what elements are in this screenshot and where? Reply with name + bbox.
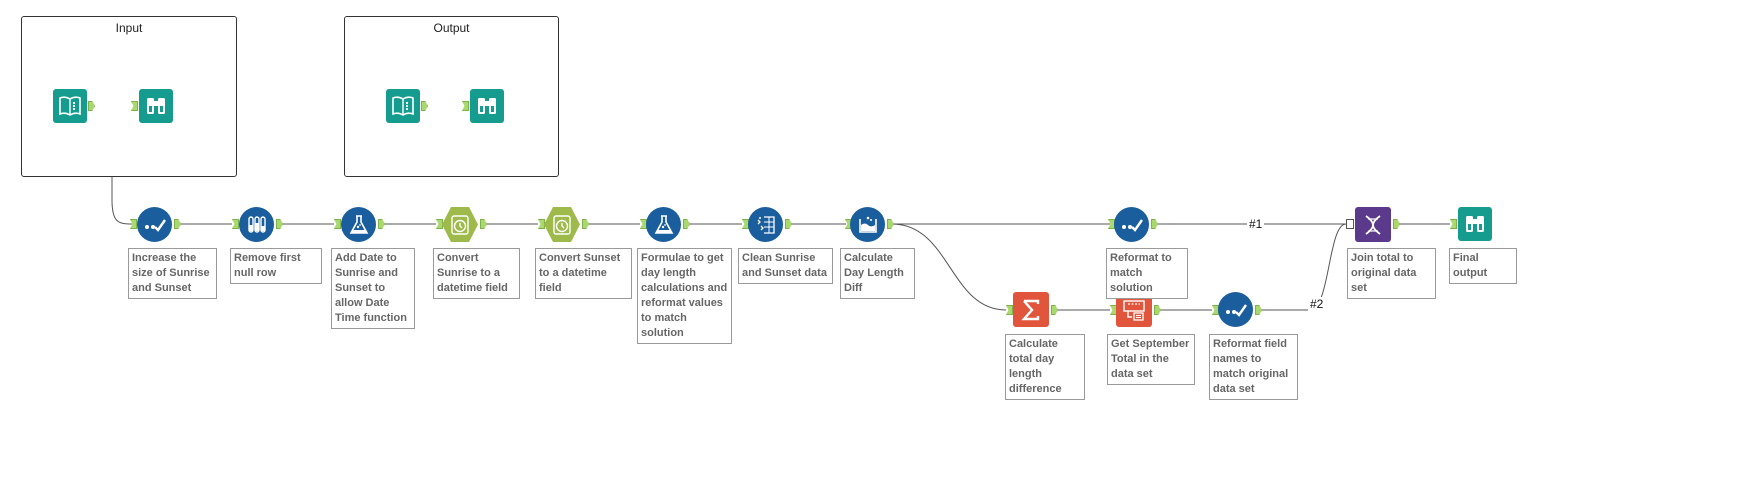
annotation-add-date: Add Date to Sunrise and Sunset to allow …: [331, 248, 415, 329]
flask-icon: [349, 214, 368, 234]
cleansing-icon: [757, 215, 775, 234]
output-anchor[interactable]: [88, 101, 95, 111]
binoculars-icon: [1466, 216, 1484, 232]
annotation-increase-size: Increase the size of Sunrise and Sunset: [128, 248, 217, 299]
input-data-tool[interactable]: [53, 89, 87, 123]
select-tool[interactable]: [137, 207, 172, 242]
annotation-join-total: Join total to original data set: [1347, 248, 1436, 299]
output-anchor[interactable]: [582, 219, 589, 229]
annotation-calc-total: Calculate total day length difference: [1005, 334, 1085, 400]
annotation-get-september: Get September Total in the data set: [1107, 334, 1195, 385]
checkmark-icon: [144, 218, 166, 232]
formula-tool[interactable]: [341, 207, 376, 242]
checkmark-icon: [1121, 218, 1143, 232]
annotation-convert-sunset: Convert Sunset to a datetime field: [535, 248, 632, 299]
dna-icon: [1365, 214, 1381, 235]
connector-reformat2-join: [1262, 223, 1347, 311]
formula-tool[interactable]: [646, 207, 681, 242]
flask-icon: [654, 214, 673, 234]
input-data-tool[interactable]: [386, 89, 420, 123]
checkmark-icon: [1225, 303, 1247, 317]
multi-input-anchor[interactable]: [1346, 219, 1354, 229]
select-tool[interactable]: [1114, 207, 1149, 242]
data-cleansing-tool[interactable]: [748, 207, 783, 242]
output-anchor[interactable]: [421, 101, 428, 111]
binoculars-icon: [147, 98, 165, 114]
connector-to-summarize: [891, 223, 1007, 311]
output-anchor[interactable]: [174, 219, 181, 229]
book-icon: [392, 96, 414, 116]
sample-tool[interactable]: [239, 207, 274, 242]
browse-tool[interactable]: [1458, 207, 1492, 241]
annotation-convert-sunrise: Convert Sunrise to a datetime field: [433, 248, 520, 299]
table-filter-icon: [1123, 299, 1145, 321]
output-anchor[interactable]: [1393, 219, 1400, 229]
summarize-tool[interactable]: [1013, 292, 1049, 327]
container-title: Input: [115, 21, 143, 35]
annotation-final-output: Final output: [1449, 248, 1517, 284]
multi-row-formula-tool[interactable]: [850, 207, 885, 242]
beaker-icon: [858, 216, 877, 233]
output-anchor[interactable]: [1051, 305, 1058, 315]
annotation-formulae: Formulae to get day length calculations …: [637, 248, 732, 344]
output-anchor[interactable]: [378, 219, 385, 229]
output-anchor[interactable]: [1154, 305, 1161, 315]
book-icon: [59, 96, 81, 116]
annotation-reformat-names: Reformat field names to match original d…: [1209, 334, 1298, 400]
output-anchor[interactable]: [887, 219, 894, 229]
append-fields-tool[interactable]: [1355, 207, 1391, 242]
annotation-clean: Clean Sunrise and Sunset data: [738, 248, 833, 284]
connection-label-1: #1: [1247, 217, 1265, 231]
output-anchor[interactable]: [276, 219, 283, 229]
binoculars-icon: [478, 98, 496, 114]
browse-tool[interactable]: [470, 89, 504, 123]
annotation-remove-null: Remove first null row: [230, 248, 322, 284]
output-anchor[interactable]: [1255, 305, 1262, 315]
clock-icon: [451, 214, 469, 235]
connection-label-2: #2: [1308, 297, 1326, 311]
sigma-icon: [1021, 299, 1040, 320]
output-anchor[interactable]: [480, 219, 487, 229]
select-tool[interactable]: [1218, 292, 1253, 327]
clock-icon: [553, 214, 571, 235]
annotation-reformat-solution: Reformat to match solution: [1106, 248, 1188, 299]
container-title: Output: [433, 21, 470, 35]
output-anchor[interactable]: [1151, 219, 1158, 229]
output-anchor[interactable]: [785, 219, 792, 229]
browse-tool[interactable]: [139, 89, 173, 123]
test-tubes-icon: [247, 215, 266, 233]
output-anchor[interactable]: [683, 219, 690, 229]
output-container[interactable]: Output: [344, 16, 559, 177]
annotation-calc-diff: Calculate Day Length Diff: [840, 248, 915, 299]
